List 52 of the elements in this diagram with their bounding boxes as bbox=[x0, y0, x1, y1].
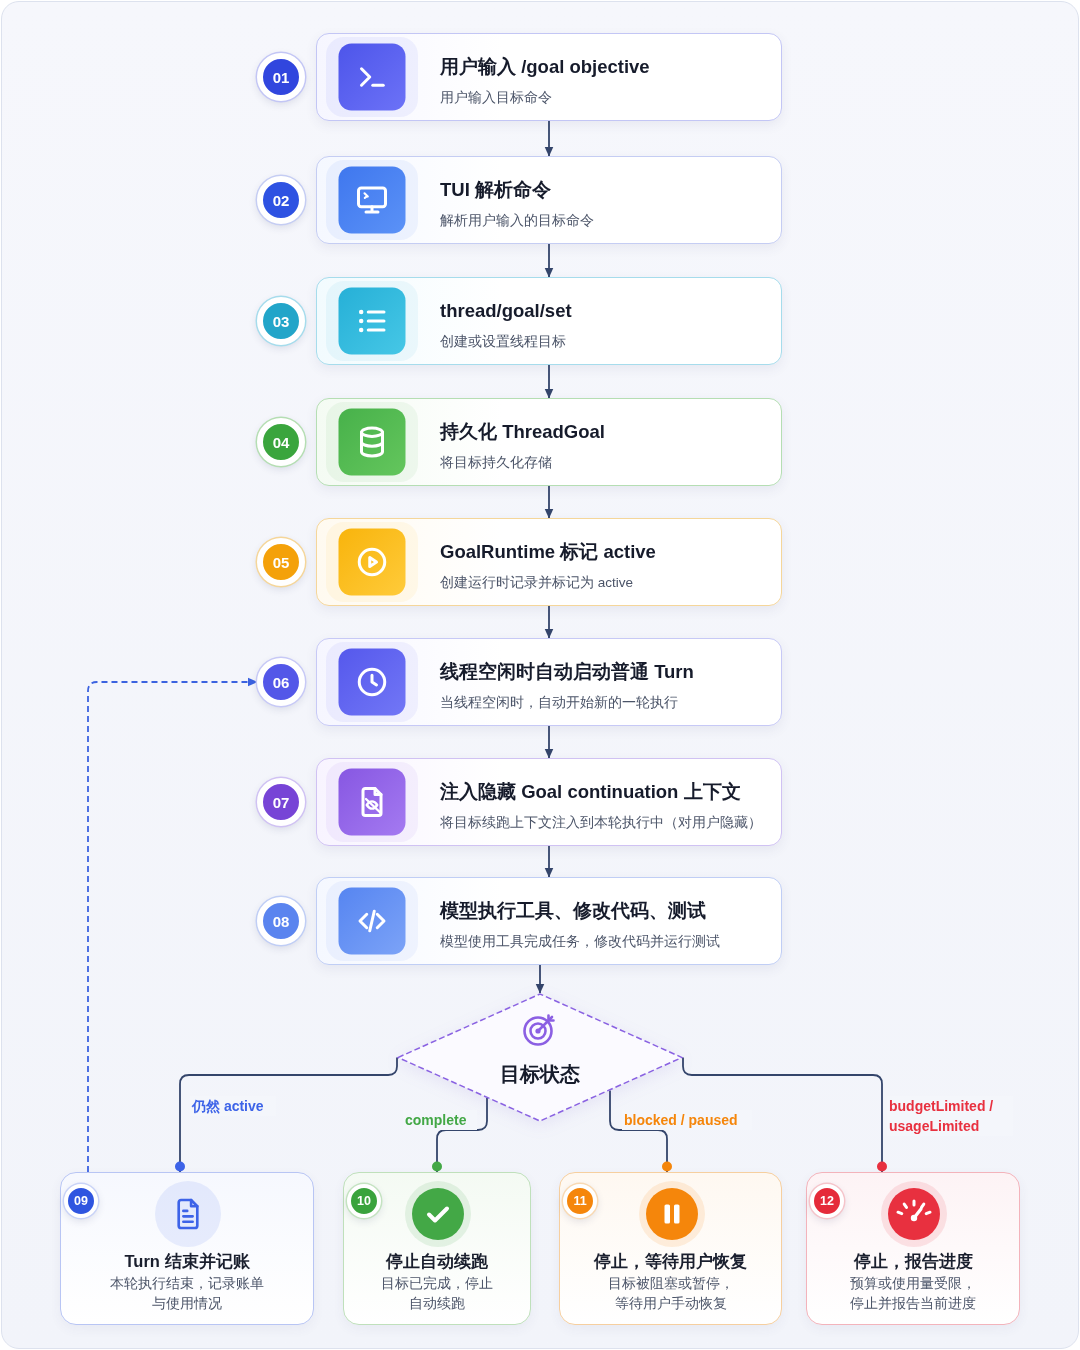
step-card bbox=[316, 758, 782, 846]
arrow bbox=[535, 964, 545, 994]
step-title: thread/goal/set bbox=[440, 299, 572, 323]
step-description: 将目标续跑上下文注入到本轮执行中（对用户隐藏） bbox=[440, 814, 762, 832]
arrow bbox=[544, 605, 554, 639]
step-description: 用户输入目标命令 bbox=[440, 89, 552, 107]
step-number-badge: 09 bbox=[64, 1184, 98, 1218]
arrow bbox=[544, 845, 554, 878]
outcome-card bbox=[806, 1172, 1020, 1325]
outcome-title: 停止，报告进度 bbox=[853, 1251, 973, 1272]
step-title: 持久化 ThreadGoal bbox=[440, 420, 605, 444]
step-card bbox=[316, 156, 782, 244]
arrow bbox=[544, 364, 554, 399]
dashed-loop-arrow bbox=[87, 677, 258, 1173]
outcome-title: 停止，等待用户恢复 bbox=[594, 1251, 747, 1272]
step-description: 创建或设置线程目标 bbox=[440, 333, 566, 351]
outcome-description: 本轮执行结束，记录账单与使用情况 bbox=[109, 1275, 265, 1313]
step-title: 线程空闲时自动启动普通 Turn bbox=[440, 660, 694, 684]
step-card bbox=[316, 33, 782, 121]
step-number-badge: 10 bbox=[347, 1184, 381, 1218]
arrow bbox=[544, 485, 554, 519]
step-title: GoalRuntime 标记 active bbox=[440, 540, 656, 564]
step-description: 解析用户输入的目标命令 bbox=[440, 212, 594, 230]
step-description: 当线程空闲时，自动开始新的一轮执行 bbox=[440, 694, 678, 712]
step-description: 将目标持久化存储 bbox=[440, 454, 552, 472]
outcome-title: Turn 结束并记账 bbox=[124, 1251, 250, 1272]
outcome-description: 目标被阻塞或暂停，等待用户手动恢复 bbox=[606, 1275, 735, 1313]
branch-connector bbox=[432, 1097, 488, 1173]
step-card bbox=[316, 877, 782, 965]
outcome-description: 预算或使用量受限，停止并报告当前进度 bbox=[849, 1275, 977, 1313]
outcome-card bbox=[60, 1172, 314, 1325]
step-title: 用户输入 /goal objective bbox=[440, 55, 650, 79]
step-description: 模型使用工具完成任务，修改代码并运行测试 bbox=[440, 933, 720, 951]
step-number-badge: 11 bbox=[563, 1184, 597, 1218]
branch-connector bbox=[609, 1089, 672, 1173]
outcome-card bbox=[343, 1172, 531, 1325]
outcome-title: 停止自动续跑 bbox=[386, 1251, 488, 1272]
step-number-badge: 12 bbox=[810, 1184, 844, 1218]
step-card bbox=[316, 398, 782, 486]
arrow bbox=[544, 725, 554, 759]
step-description: 创建运行时记录并标记为 active bbox=[440, 574, 634, 592]
outcome-description: 目标已完成，停止自动续跑 bbox=[380, 1275, 494, 1313]
step-card bbox=[316, 277, 782, 365]
step-card bbox=[316, 638, 782, 726]
decision-label: 目标状态 bbox=[500, 1062, 580, 1086]
outcome-card bbox=[559, 1172, 782, 1325]
arrow bbox=[544, 243, 554, 278]
step-card bbox=[316, 518, 782, 606]
arrow bbox=[544, 120, 554, 157]
step-title: 注入隐藏 Goal continuation 上下文 bbox=[440, 780, 741, 804]
step-title: TUI 解析命令 bbox=[440, 178, 551, 202]
step-title: 模型执行工具、修改代码、测试 bbox=[440, 899, 706, 923]
